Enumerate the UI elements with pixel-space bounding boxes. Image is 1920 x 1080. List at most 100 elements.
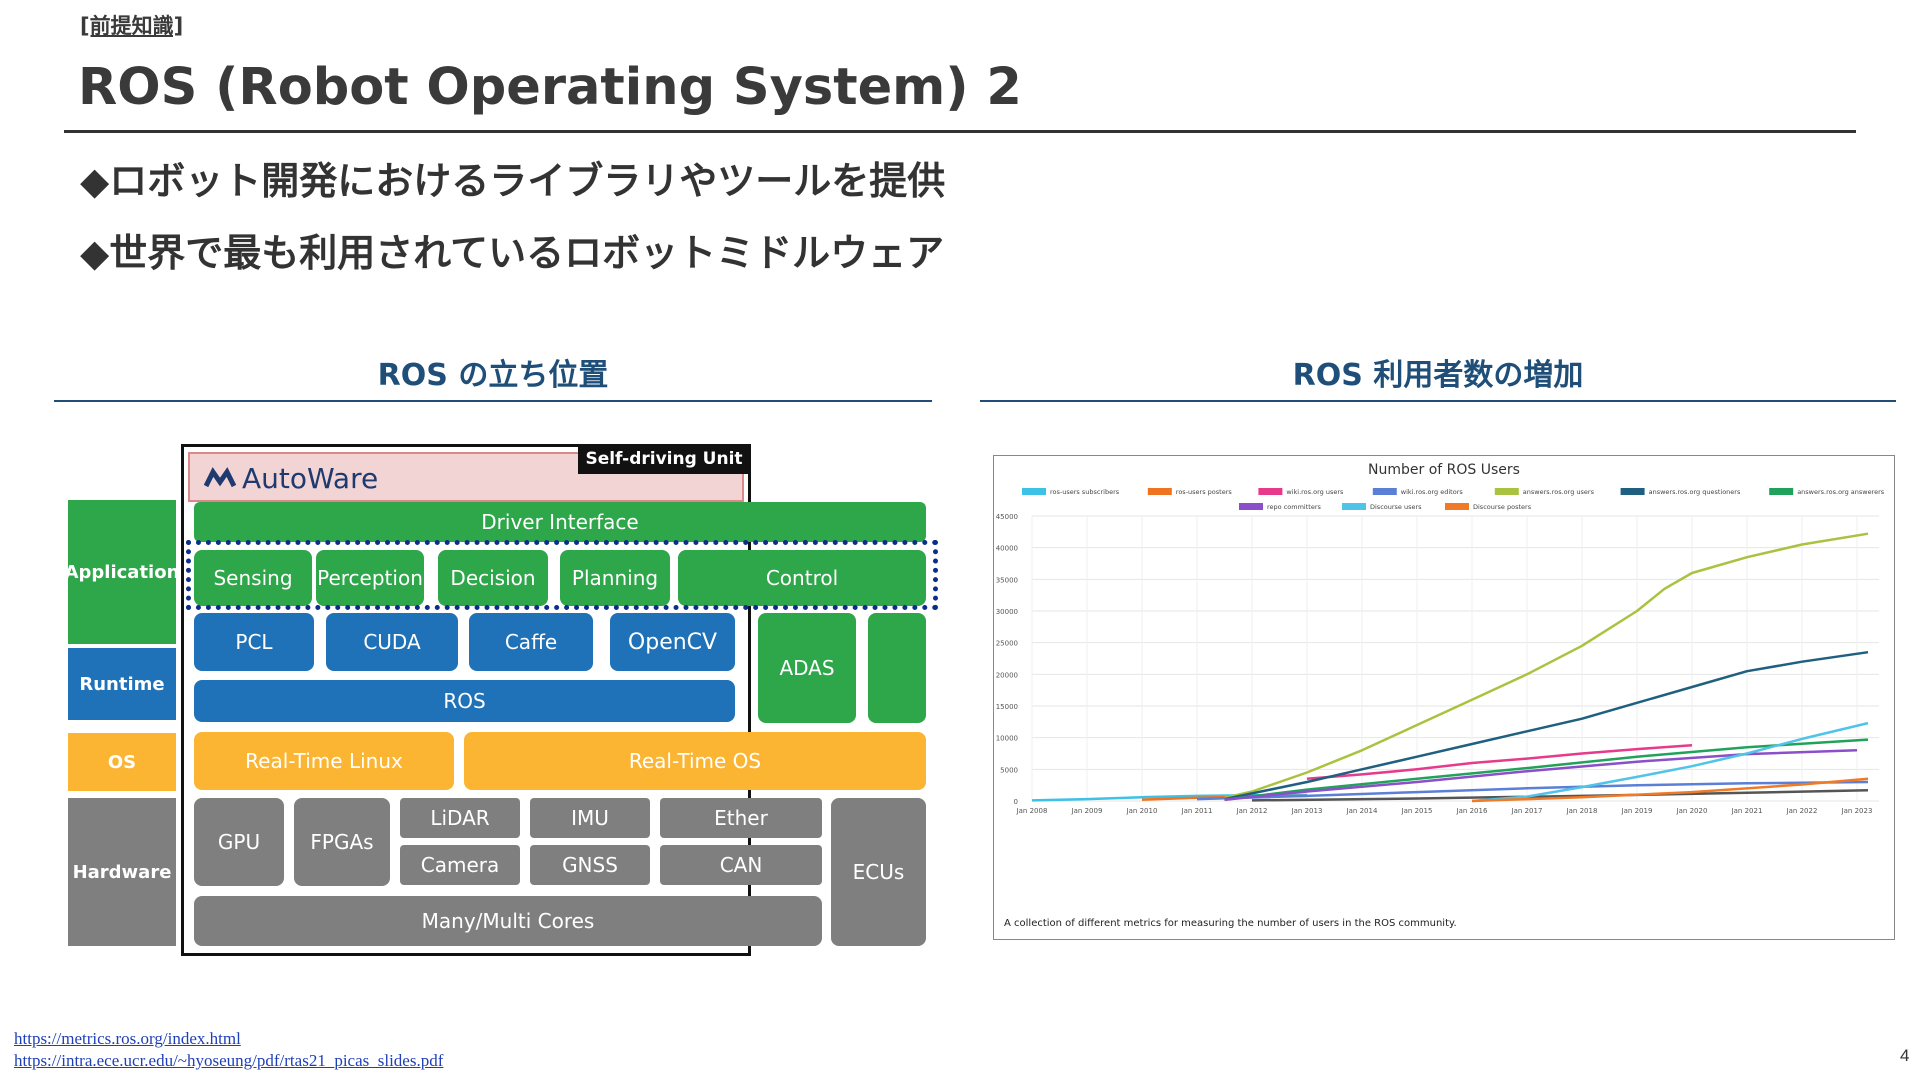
legend-swatch [1445, 503, 1469, 510]
right-section-title: ROS 利用者数の増加 [1292, 358, 1584, 393]
self-driving-unit-label: Self-driving Unit [578, 444, 750, 474]
x-tick-label: Jan 2008 [1016, 807, 1048, 815]
y-tick-label: 45000 [996, 513, 1018, 521]
autoware-logo-icon [204, 467, 236, 488]
chart-title: Number of ROS Users [1368, 462, 1520, 478]
hw-ecus: ECUs [831, 798, 926, 946]
reference-link-2[interactable]: https://intra.ece.ucr.edu/~hyoseung/pdf/… [14, 1051, 444, 1070]
x-tick-label: Jan 2013 [1291, 807, 1323, 815]
x-tick-label: Jan 2019 [1621, 807, 1653, 815]
self-driving-unit-frame [181, 444, 751, 956]
chart-x-axis: Jan 2008 Jan 2009 Jan 2010 Jan 2011 Jan 2012… [1016, 807, 1873, 815]
legend-label: wiki.ros.org editors [1401, 488, 1464, 496]
legend-label: wiki.ros.org users [1286, 488, 1344, 496]
layer-label-hardware: Hardware [68, 798, 176, 946]
hw-ether: Ether [660, 798, 822, 838]
section-tag: [前提知識] [80, 14, 184, 38]
y-tick-label: 0 [1014, 798, 1018, 806]
adas-block: ADAS [758, 613, 856, 723]
legend-label: answers.ros.org questioners [1649, 488, 1741, 496]
legend-label: ros-users subscribers [1050, 488, 1120, 496]
y-tick-label: 30000 [996, 608, 1018, 616]
hw-can: CAN [660, 845, 822, 885]
legend-swatch [1494, 488, 1519, 495]
ros-users-chart: Number of ROS Users ros-users subscriber… [993, 455, 1920, 940]
lib-opencv: OpenCV [610, 613, 735, 671]
x-tick-label: Jan 2018 [1566, 807, 1598, 815]
page-title: ROS (Robot Operating System) 2 [78, 58, 1022, 117]
y-tick-label: 5000 [1000, 766, 1018, 774]
legend-label: Discourse posters [1473, 503, 1532, 511]
module-decision: Decision [438, 550, 548, 606]
series-line [1224, 532, 1869, 800]
right-section-divider [980, 400, 1896, 402]
legend-swatch [1342, 503, 1366, 510]
module-perception: Perception [316, 550, 424, 606]
module-planning: Planning [560, 550, 670, 606]
x-tick-label: Jan 2011 [1181, 807, 1213, 815]
hw-lidar: LiDAR [400, 798, 520, 838]
page-number: 4 [1900, 1046, 1910, 1065]
legend-label: Discourse users [1370, 503, 1422, 511]
y-tick-label: 35000 [996, 576, 1018, 584]
hw-imu: IMU [530, 798, 650, 838]
legend-swatch [1372, 488, 1397, 495]
lib-cuda: CUDA [326, 613, 458, 671]
reference-link-1[interactable]: https://metrics.ros.org/index.html [14, 1029, 241, 1048]
driver-interface: Driver Interface [194, 502, 926, 542]
autoware-logo-text: AutoWare [242, 461, 379, 495]
y-tick-label: 15000 [996, 703, 1018, 711]
x-tick-label: Jan 2020 [1676, 807, 1708, 815]
x-tick-label: Jan 2021 [1731, 807, 1763, 815]
x-tick-label: Jan 2022 [1786, 807, 1818, 815]
x-tick-label: Jan 2016 [1456, 807, 1488, 815]
legend-label: ros-users posters [1176, 488, 1233, 496]
legend-swatch [1620, 488, 1645, 495]
hw-fpgas: FPGAs [294, 798, 390, 886]
y-tick-label: 25000 [996, 640, 1018, 648]
module-sensing: Sensing [194, 550, 312, 606]
lib-pcl: PCL [194, 613, 314, 671]
legend-label: answers.ros.org users [1523, 488, 1595, 496]
y-tick-label: 10000 [996, 735, 1018, 743]
layer-label-runtime: Runtime [68, 648, 176, 720]
hw-gpu: GPU [194, 798, 284, 886]
architecture-diagram: Application Runtime OS Hardware AutoWare… [64, 440, 944, 960]
left-section-divider [54, 400, 932, 402]
chart-series-lines [1031, 532, 1869, 803]
control-extension-block [868, 613, 926, 723]
title-divider [64, 130, 1856, 133]
hw-many-multi-cores: Many/Multi Cores [194, 896, 822, 946]
legend-swatch [1769, 488, 1794, 495]
series-line [1196, 780, 1869, 801]
chart-y-axis: 0500010000150002000025000300003500040000… [996, 513, 1018, 806]
x-tick-label: Jan 2017 [1511, 807, 1543, 815]
chart-legend: ros-users subscribers ros-users posters wi… [1022, 488, 1920, 511]
references: https://metrics.ros.org/index.html https… [14, 1028, 443, 1072]
series-line [1471, 777, 1869, 803]
chart-svg: Number of ROS Users ros-users subscriber… [996, 462, 1920, 929]
x-tick-label: Jan 2010 [1126, 807, 1158, 815]
x-tick-label: Jan 2012 [1236, 807, 1268, 815]
series-line [1471, 721, 1869, 803]
series-line [1224, 650, 1869, 801]
series-line [1224, 738, 1869, 801]
bullet-2: ◆世界で最も利用されているロボットミドルウェア [80, 231, 945, 275]
legend-swatch [1022, 488, 1046, 495]
os-real-time-linux: Real-Time Linux [194, 732, 454, 790]
x-tick-label: Jan 2015 [1401, 807, 1433, 815]
os-real-time-os: Real-Time OS [464, 732, 926, 790]
chart-grid [1031, 515, 1879, 802]
chart-caption: A collection of different metrics for me… [1004, 918, 1457, 929]
x-tick-label: Jan 2009 [1071, 807, 1103, 815]
ros-runtime: ROS [194, 680, 735, 722]
legend-swatch [1239, 503, 1263, 510]
y-tick-label: 40000 [996, 545, 1018, 553]
legend-swatch [1147, 488, 1172, 495]
series-line [1251, 788, 1869, 802]
layer-label-application: Application [65, 500, 179, 644]
ros-position-highlight [186, 540, 938, 610]
legend-label: answers.ros.org answerers [1797, 488, 1885, 496]
hw-gnss: GNSS [530, 845, 650, 885]
x-tick-label: Jan 2023 [1841, 807, 1873, 815]
